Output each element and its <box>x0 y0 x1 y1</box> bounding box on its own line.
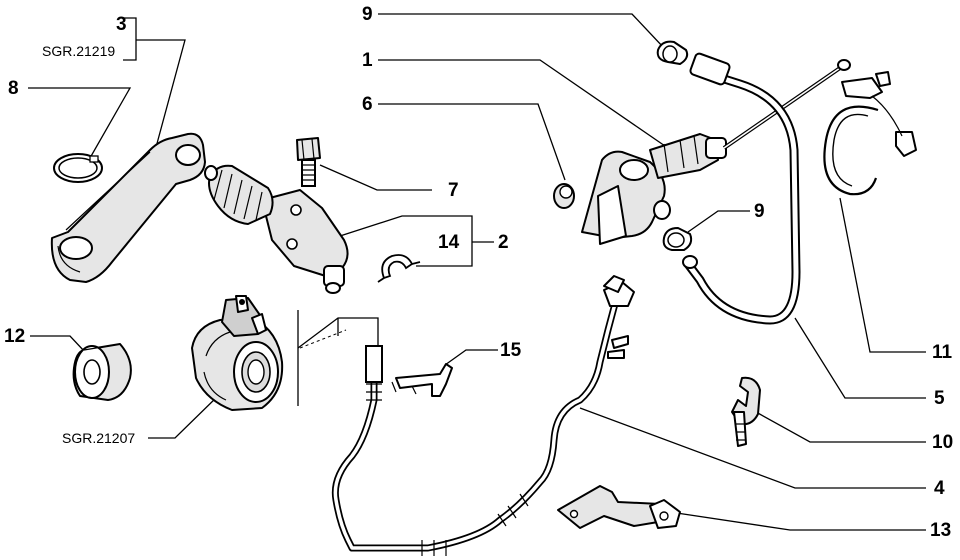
slave-cylinder <box>204 164 349 294</box>
callout-14: 14 <box>438 232 460 253</box>
leader-sgr-21207 <box>148 393 221 439</box>
leader-1 <box>378 59 666 147</box>
hose-clamp-top <box>656 40 689 65</box>
hose-bracket-clip <box>391 363 453 397</box>
flex-hose <box>331 275 635 556</box>
callout-12: 12 <box>4 326 25 347</box>
leader-lines <box>28 13 926 531</box>
leader-3 <box>136 39 186 163</box>
release-bearing-assembly <box>191 295 284 411</box>
leader-3-bracket <box>123 17 137 61</box>
leader-12 <box>30 335 86 353</box>
callout-3: 3 <box>116 14 127 35</box>
callout-7: 7 <box>448 180 459 201</box>
callout-2: 2 <box>498 232 509 253</box>
leader-14-2 <box>339 215 473 267</box>
rubber-plug <box>553 183 575 209</box>
bushing <box>72 343 132 401</box>
callout-8: 8 <box>8 78 19 99</box>
leader-13 <box>669 511 926 531</box>
callout-13: 13 <box>930 520 951 541</box>
callout-1: 1 <box>362 50 373 71</box>
leader-6 <box>378 103 566 181</box>
hose-clamp-mid <box>662 227 693 251</box>
bolt <box>296 137 321 187</box>
callout-9-top: 9 <box>362 4 373 25</box>
clutch-fork-lever <box>50 132 206 283</box>
leader-9-mid <box>687 210 750 233</box>
callout-6: 6 <box>362 94 373 115</box>
callout-10: 10 <box>932 432 953 453</box>
ref-sgr-21219: SGR.21219 <box>42 43 115 59</box>
leader-10 <box>755 411 926 443</box>
circlip <box>53 153 103 183</box>
callout-11: 11 <box>932 342 953 363</box>
leader-8 <box>28 87 132 159</box>
master-cylinder <box>581 59 851 245</box>
spring-clip <box>377 254 421 283</box>
hose-holder <box>731 376 761 447</box>
ref-sgr-21207: SGR.21207 <box>62 430 135 446</box>
pipe-holder-ring <box>823 71 917 196</box>
leader-5 <box>794 317 926 399</box>
callout-9-mid: 9 <box>754 201 765 222</box>
leader-4 <box>579 407 926 489</box>
hidden-section-lines <box>297 310 379 406</box>
leader-11 <box>839 197 926 353</box>
leader-9-top <box>378 13 665 49</box>
rigid-pipe <box>682 52 801 325</box>
callout-labels: 3 SGR.21219 8 9 1 6 7 14 2 9 12 SGR.2120… <box>4 4 953 541</box>
leader-15 <box>444 349 498 366</box>
callout-4: 4 <box>934 478 945 499</box>
callout-5: 5 <box>934 388 945 409</box>
hose-bracket <box>557 485 681 529</box>
leader-7 <box>319 164 432 191</box>
callout-15: 15 <box>500 340 522 361</box>
